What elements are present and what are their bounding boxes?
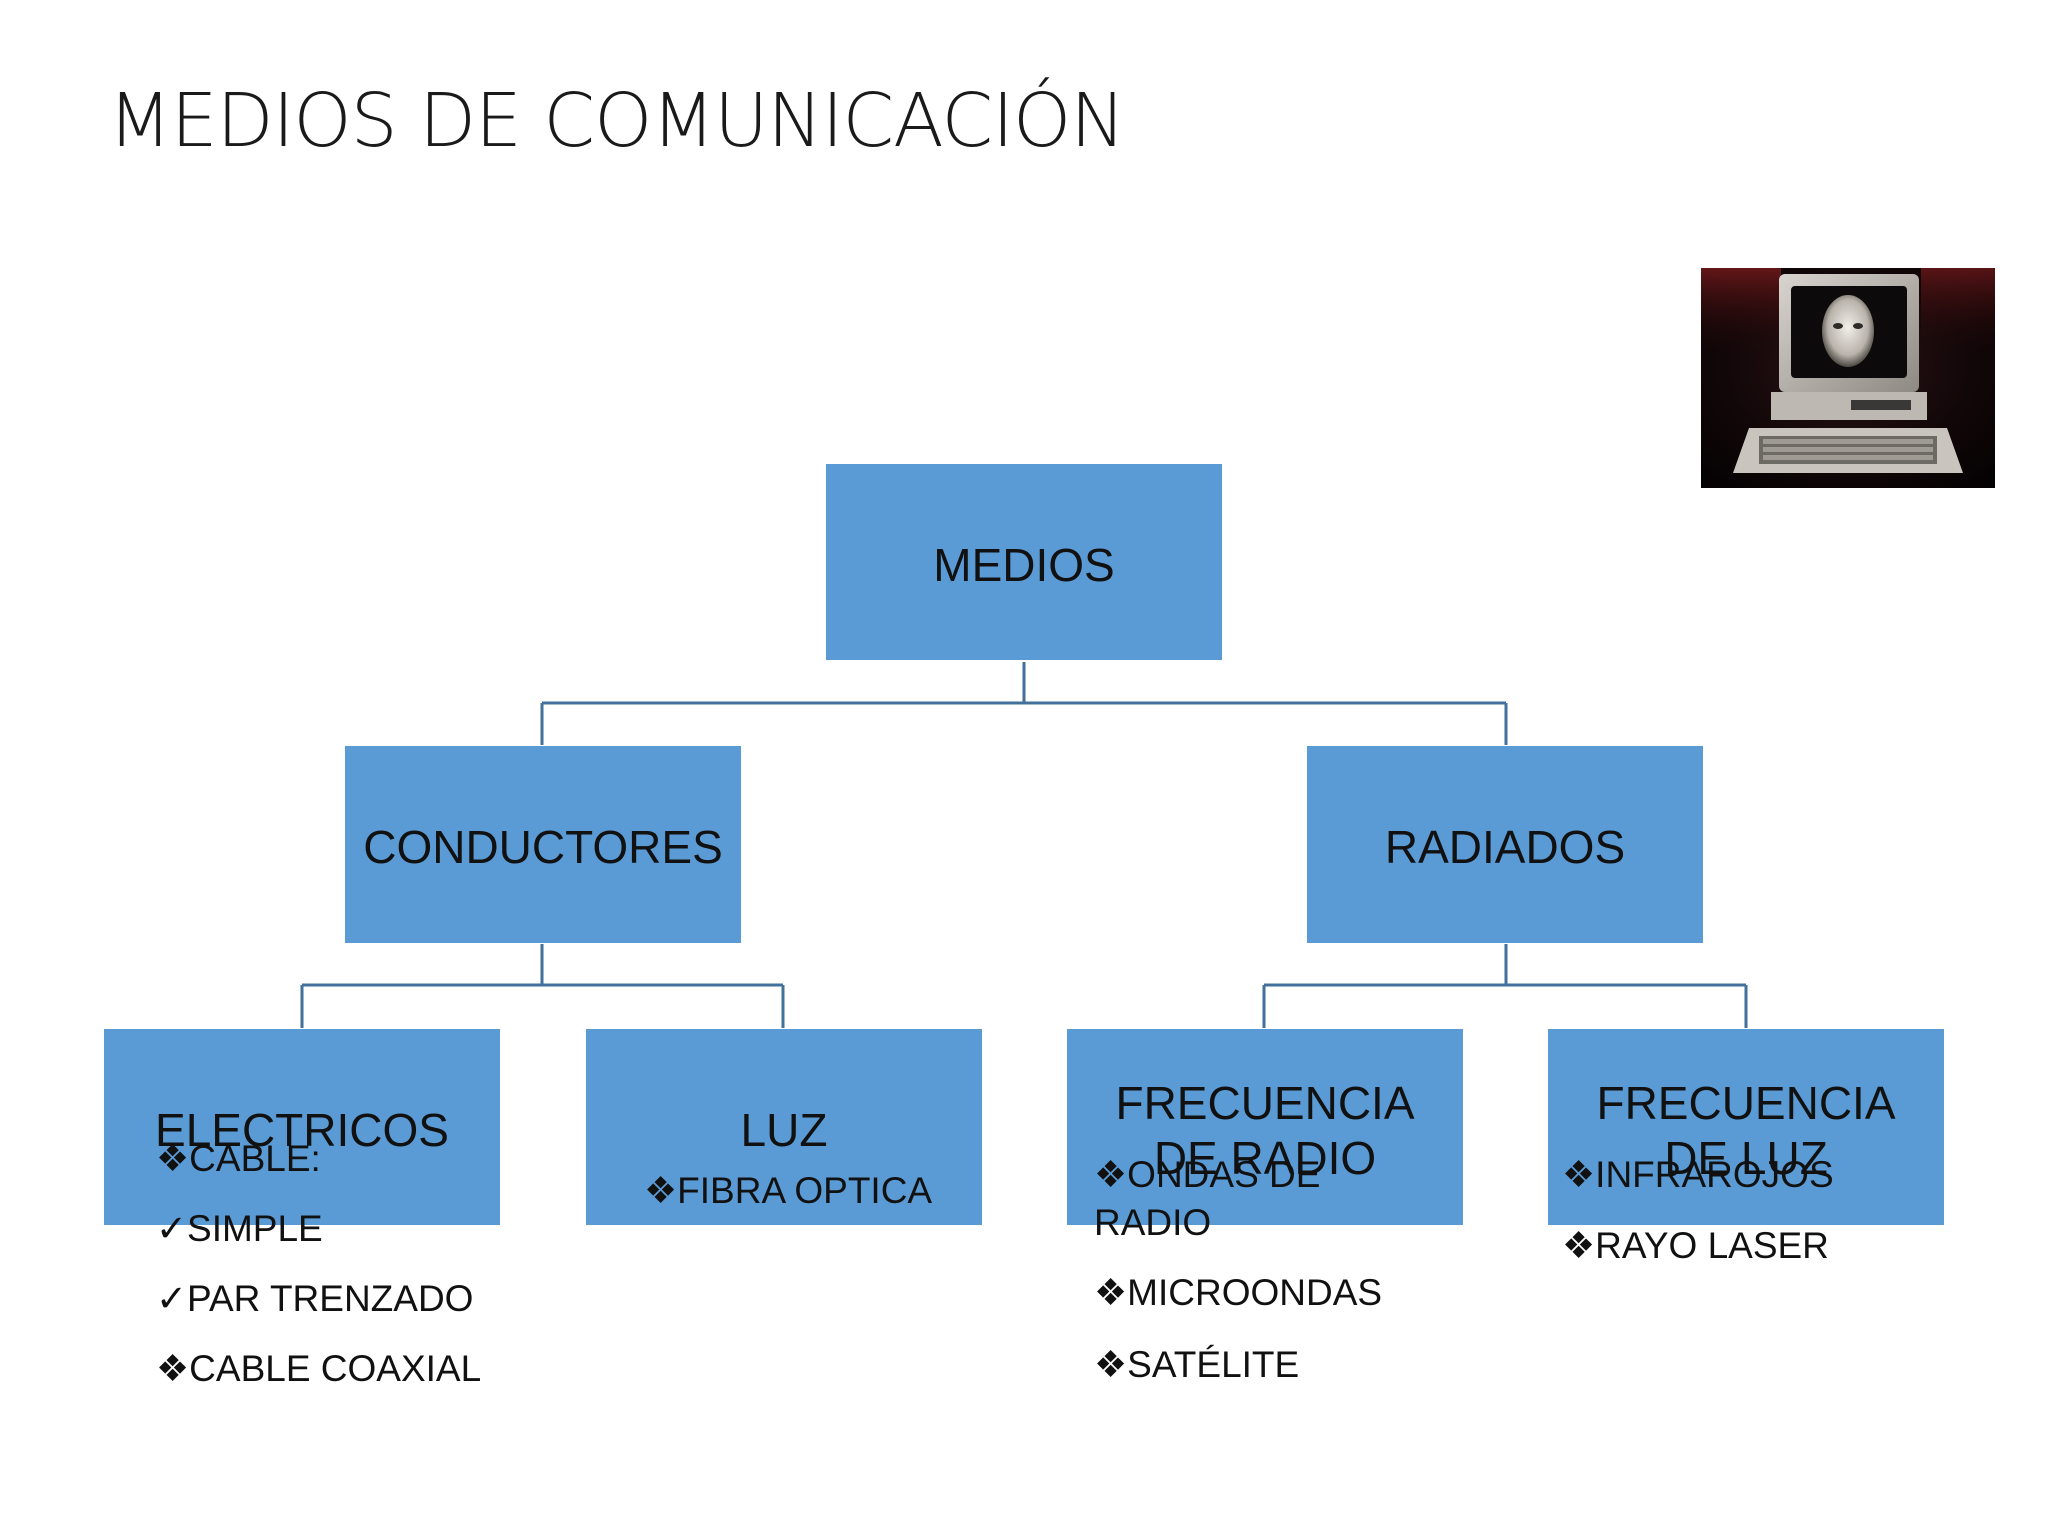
node-medios-label: MEDIOS [933,539,1115,591]
list-item: ❖SATÉLITE [1094,1344,1300,1385]
list-item: ✓PAR TRENZADO [156,1278,474,1319]
node-conductores-label: CONDUCTORES [363,821,723,873]
node-conductores: CONDUCTORES [345,746,741,943]
list-item: ❖RAYO LASER [1562,1225,1829,1266]
diamond-bullet-icon: ❖ [1094,1344,1128,1385]
node-luz-label: LUZ [740,1104,828,1156]
diamond-bullet-icon: ❖ [1562,1154,1596,1195]
list-item: ❖FIBRA OPTICA [644,1170,933,1211]
node-luz: LUZ [586,1029,982,1225]
node-frecuencia-luz-line2: DE LUZ [1664,1132,1828,1184]
list-item: ❖CABLE COAXIAL [156,1348,482,1389]
node-frecuencia-radio-line1: FRECUENCIA [1115,1077,1415,1129]
node-electricos-label: ELECTRICOS [155,1104,449,1156]
node-electricos: ELECTRICOS [104,1029,500,1225]
retro-computer-photo [1701,268,1995,488]
list-item: ✓SIMPLE [156,1208,323,1249]
node-frecuencia-luz-line1: FRECUENCIA [1596,1077,1896,1129]
checkmark-bullet-icon: ✓ [156,1278,188,1319]
node-radiados: RADIADOS [1307,746,1703,943]
retro-computer-icon [1701,268,1995,488]
diamond-bullet-icon: ❖ [156,1138,190,1179]
diamond-bullet-icon: ❖ [1094,1154,1128,1195]
node-medios: MEDIOS [826,464,1222,660]
list-item: RADIO [1094,1202,1212,1243]
diamond-bullet-icon: ❖ [644,1170,678,1211]
list-item: ❖CABLE: [156,1138,321,1179]
node-radiados-label: RADIADOS [1384,821,1626,873]
node-frecuencia-radio: FRECUENCIA DE RADIO [1067,1029,1463,1225]
node-frecuencia-luz: FRECUENCIA DE LUZ [1548,1029,1944,1225]
diamond-bullet-icon: ❖ [1094,1272,1128,1313]
list-item: ❖MICROONDAS [1094,1272,1383,1313]
slide-title: MEDIOS DE COMUNICACIÓN [108,78,1126,164]
diamond-bullet-icon: ❖ [1562,1225,1596,1266]
list-item: ❖ONDAS DE [1094,1154,1321,1195]
node-frecuencia-radio-line2: DE RADIO [1153,1132,1377,1184]
diamond-bullet-icon: ❖ [156,1348,190,1389]
list-item: ❖INFRAROJOS [1562,1154,1834,1195]
checkmark-bullet-icon: ✓ [156,1208,188,1249]
